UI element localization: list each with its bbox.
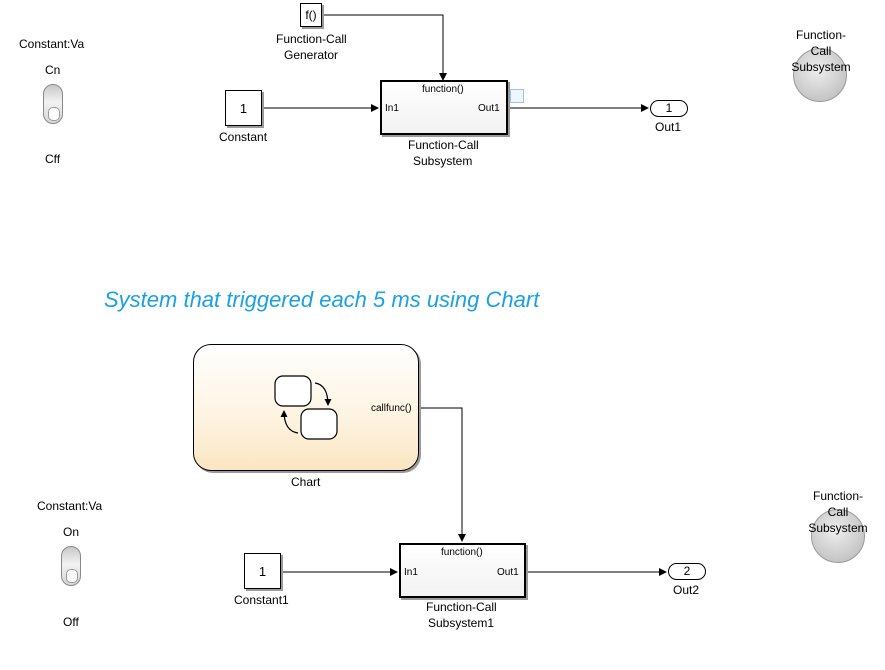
- chart-name: Chart: [291, 475, 321, 489]
- outport-1-number: 1: [665, 101, 673, 115]
- generator-name-line2: Generator: [284, 48, 339, 62]
- outport-2-number: 2: [683, 564, 691, 578]
- constant-block[interactable]: 1: [225, 90, 262, 126]
- lamp-label-bottom: Function- Call Subsystem: [808, 489, 868, 535]
- outport-2-name: Out2: [673, 583, 700, 597]
- constant-name: Constant: [219, 130, 268, 144]
- out1-port1-label: Out1: [497, 567, 519, 578]
- dashboard-label-bottom: Constant:Va: [37, 499, 103, 513]
- toggle-on-label-top: Cn: [45, 63, 61, 77]
- in1-port-label: In1: [385, 103, 399, 114]
- subsystem-name-line1: Function-Call: [408, 138, 479, 152]
- subsystem-name-line2: Subsystem: [413, 154, 473, 168]
- trigger-port-label: function(): [422, 84, 464, 95]
- out1-port-label: Out1: [478, 103, 500, 114]
- annotation-text: System that triggered each 5 ms using Ch…: [104, 287, 540, 312]
- toggle-off-label-top: Cff: [45, 152, 61, 166]
- callfunc-line: [419, 407, 466, 542]
- lamp-label-top: Function- Call Subsystem: [791, 28, 851, 74]
- constant1-value: 1: [258, 563, 267, 579]
- outport-1-name: Out1: [655, 120, 682, 134]
- toggle-off-label-bottom: Off: [63, 615, 79, 629]
- lamp-indicator-bottom[interactable]: [811, 509, 865, 563]
- callfunc-port-label: callfunc(): [371, 403, 412, 414]
- trigger-port1-label: function(): [441, 547, 483, 558]
- dashboard-label-top: Constant:Va: [19, 37, 85, 51]
- stateflow-icon: [274, 375, 338, 440]
- function-call-generator-block[interactable]: f(): [300, 3, 322, 27]
- function-call-subsystem1-block[interactable]: function() In1 Out1: [399, 543, 526, 598]
- in1-port1-label: In1: [404, 567, 418, 578]
- generator-name-line1: Function-Call: [276, 32, 347, 46]
- subsystem1-name-line1: Function-Call: [426, 600, 497, 614]
- toggle-on-label-bottom: On: [63, 525, 80, 539]
- toggle-switch-top[interactable]: [43, 84, 63, 124]
- subsystem1-name-line2: Subsystem1: [428, 616, 495, 630]
- fcn-call-line-top: [320, 14, 447, 81]
- constant1-name: Constant1: [234, 593, 289, 607]
- constant-value: 1: [239, 100, 248, 116]
- generator-symbol: f(): [305, 8, 317, 22]
- lamp-indicator-top[interactable]: [793, 48, 847, 102]
- constant1-block[interactable]: 1: [244, 553, 281, 589]
- stateflow-chart-block[interactable]: callfunc(): [193, 344, 419, 471]
- outport-1[interactable]: 1: [650, 100, 688, 117]
- outport-2[interactable]: 2: [668, 563, 706, 580]
- function-call-subsystem-block[interactable]: function() In1 Out1: [380, 80, 508, 135]
- toggle-switch-bottom[interactable]: [61, 546, 81, 586]
- signal-badge-icon: [510, 89, 524, 103]
